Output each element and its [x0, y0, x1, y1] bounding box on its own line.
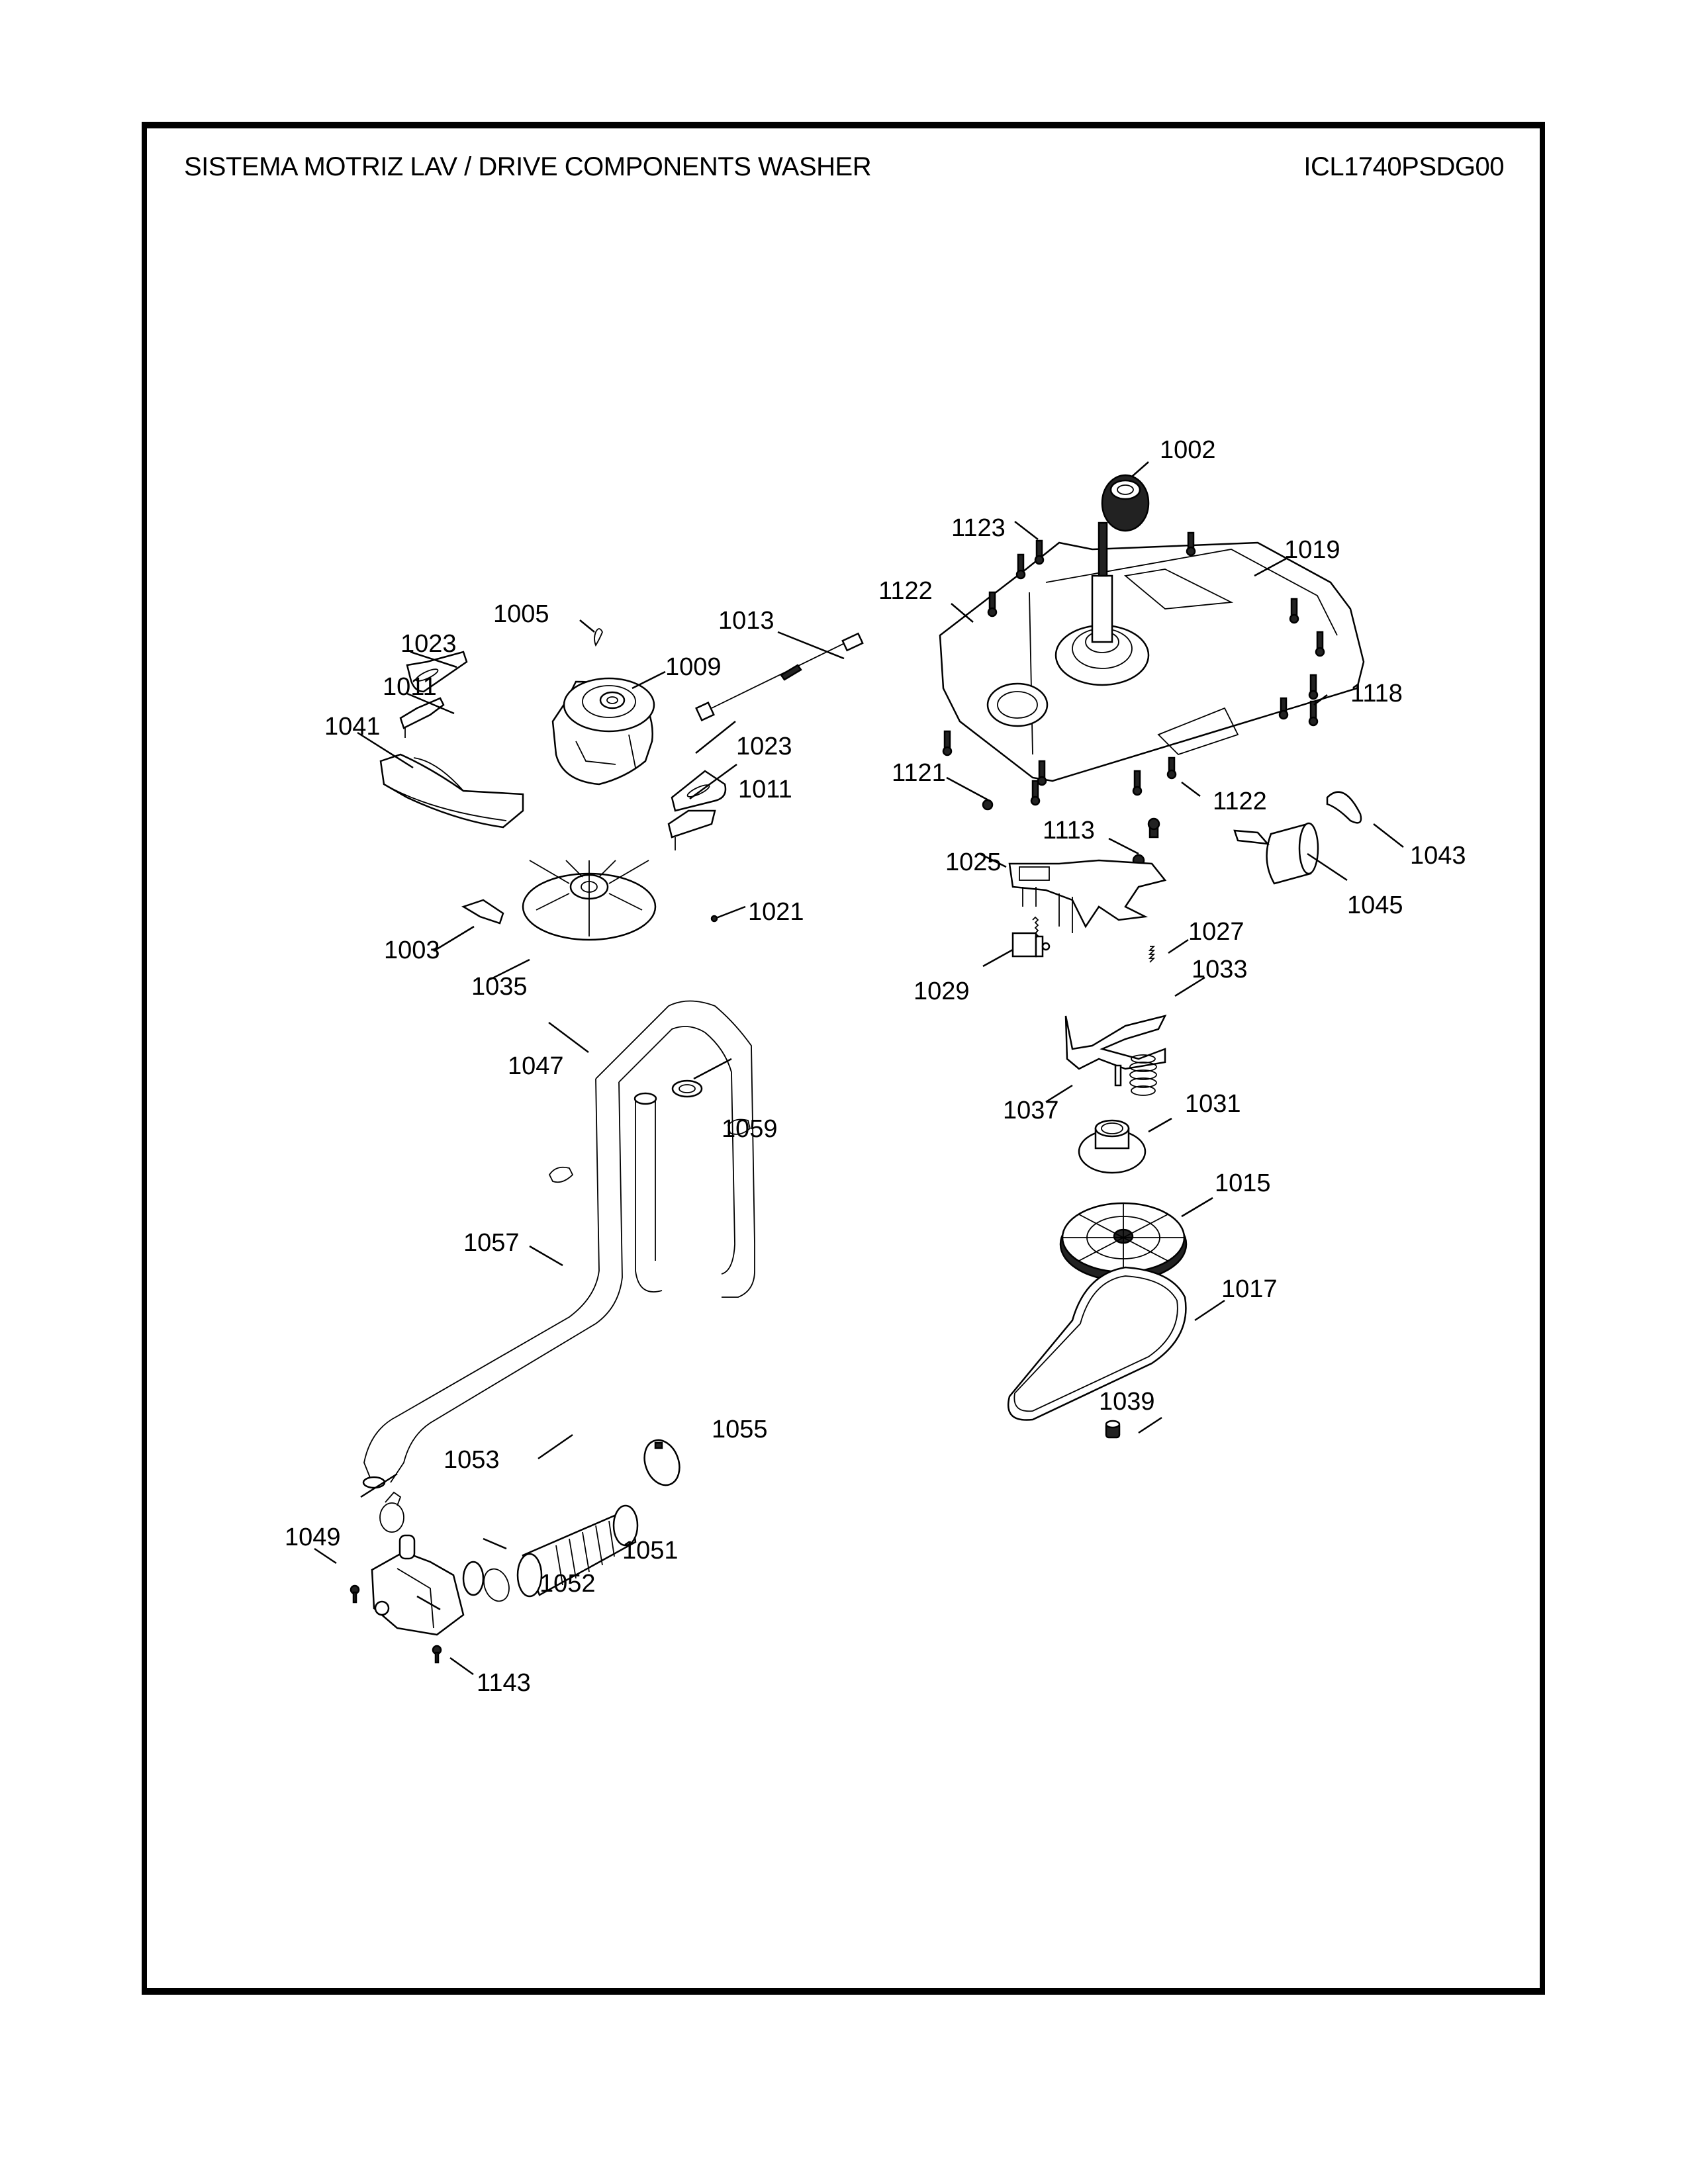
drawing-frame: [142, 122, 1545, 1995]
callout-1055[interactable]: 1055: [712, 1416, 768, 1443]
part-1037-compression-spring[interactable]: [1129, 1054, 1157, 1096]
part-1052-hose-clamp[interactable]: [480, 1565, 514, 1604]
part-1051-pump-hose[interactable]: [516, 1504, 639, 1598]
screw-icon: [1278, 697, 1289, 720]
screw-icon: [1132, 770, 1143, 796]
part-1041-motor-shield[interactable]: [379, 753, 524, 829]
callout-1023[interactable]: 1023: [400, 630, 457, 658]
part-1025-shift-actuator[interactable]: [1008, 859, 1167, 933]
screw-icon: [1034, 539, 1045, 565]
callout-1005[interactable]: 1005: [493, 600, 549, 628]
screw-icon: [1015, 553, 1026, 580]
callout-1002[interactable]: 1002: [1160, 436, 1216, 464]
callout-1035[interactable]: 1035: [471, 973, 528, 1001]
callout-1047[interactable]: 1047: [508, 1052, 564, 1080]
callout-1003[interactable]: 1003: [384, 936, 440, 964]
part-1023a-mount-pad[interactable]: [406, 651, 468, 693]
callout-1029[interactable]: 1029: [914, 978, 970, 1005]
part-1033-shift-fork[interactable]: [1064, 1015, 1167, 1087]
screw-icon: [1315, 631, 1325, 657]
part-1059-grommet[interactable]: [671, 1079, 703, 1098]
callout-1037[interactable]: 1037: [1003, 1097, 1059, 1124]
screw-icon: [987, 591, 998, 617]
screw-icon: [1289, 598, 1299, 624]
callout-1039[interactable]: 1039: [1099, 1388, 1155, 1416]
part-1003-bracket-clip[interactable]: [461, 899, 504, 925]
screw-icon: [1308, 700, 1319, 727]
part-1002-seal-cap[interactable]: [1101, 474, 1150, 532]
screw-icon: [1037, 760, 1047, 786]
callout-1053[interactable]: 1053: [444, 1446, 500, 1474]
callout-1009[interactable]: 1009: [665, 653, 722, 681]
callout-1045[interactable]: 1045: [1347, 891, 1403, 919]
callout-1052[interactable]: 1052: [539, 1570, 596, 1598]
callout-1013[interactable]: 1013: [718, 607, 774, 635]
callout-1011[interactable]: 1011: [383, 673, 437, 701]
callout-1122[interactable]: 1122: [1213, 788, 1267, 815]
callout-1019[interactable]: 1019: [1284, 536, 1340, 564]
part-1055-worm-clamp[interactable]: [639, 1435, 686, 1490]
leader-lines: [314, 461, 1404, 1676]
part-1015-pulley[interactable]: [1059, 1202, 1188, 1282]
part-1009-motor[interactable]: [551, 677, 655, 786]
part-1035-fan[interactable]: [522, 860, 657, 941]
callout-1051[interactable]: 1051: [622, 1537, 679, 1565]
part-1017-drive-belt[interactable]: [1008, 1266, 1187, 1421]
part-1005-clip[interactable]: [594, 628, 603, 647]
part-1023b-mount-pad[interactable]: [671, 770, 727, 812]
part-1011a-mount-bracket[interactable]: [399, 697, 445, 738]
part-1057-hose-clip[interactable]: [548, 1118, 751, 1183]
callout-1031[interactable]: 1031: [1185, 1090, 1241, 1118]
part-1019-mounting-plate[interactable]: [939, 522, 1365, 782]
part-1031-clutch-gear[interactable]: [1078, 1119, 1147, 1174]
part-1143-screw[interactable]: [350, 1584, 442, 1664]
callout-1017[interactable]: 1017: [1221, 1275, 1278, 1303]
callout-1025[interactable]: 1025: [945, 848, 1002, 876]
screw-icon: [982, 799, 994, 811]
part-1043-capacitor-clamp[interactable]: [1326, 791, 1362, 824]
callout-1121[interactable]: 1121: [892, 759, 946, 787]
callout-1015[interactable]: 1015: [1215, 1169, 1271, 1197]
callout-1122[interactable]: 1122: [878, 577, 933, 605]
callout-1059[interactable]: 1059: [722, 1115, 778, 1143]
bolt-icon: [1147, 817, 1160, 839]
callout-1113[interactable]: 1113: [1043, 817, 1095, 844]
part-1029-solenoid[interactable]: [1011, 932, 1051, 958]
model-number: ICL1740PSDG00: [1303, 152, 1504, 181]
callout-1043[interactable]: 1043: [1410, 842, 1466, 870]
part-1011b-mount-bracket[interactable]: [667, 809, 716, 850]
part-1053-hose-clamp[interactable]: [379, 1491, 404, 1533]
part-1045-capacitor[interactable]: [1233, 822, 1319, 885]
callout-1118[interactable]: 1118: [1350, 680, 1403, 707]
screw-icon: [942, 730, 953, 756]
part-1039-nut[interactable]: [1105, 1420, 1121, 1439]
callout-1049[interactable]: 1049: [285, 1524, 341, 1551]
callout-1123[interactable]: 1123: [951, 514, 1006, 542]
callout-1011[interactable]: 1011: [738, 776, 792, 803]
part-1049-drain-pump[interactable]: [371, 1534, 485, 1636]
callout-1027[interactable]: 1027: [1188, 918, 1244, 946]
part-1013-wire-harness[interactable]: [695, 632, 864, 721]
screw-icon: [1186, 531, 1196, 557]
part-1021-retaining-ring[interactable]: [710, 915, 718, 923]
callout-1041[interactable]: 1041: [324, 713, 381, 741]
screw-icon: [1166, 756, 1177, 780]
part-1027-spring[interactable]: [1032, 916, 1156, 963]
screw-icon: [1030, 780, 1041, 806]
callout-1143[interactable]: 1143: [477, 1669, 531, 1697]
callout-1057[interactable]: 1057: [463, 1229, 520, 1257]
callout-labels: 1002 1123 1019 1122 1118 1121 1122 1113 …: [285, 436, 1466, 1697]
callout-1033[interactable]: 1033: [1192, 956, 1248, 983]
callout-1021[interactable]: 1021: [748, 898, 804, 926]
screw-icon: [1308, 674, 1319, 700]
callout-1023[interactable]: 1023: [736, 733, 792, 760]
diagram-title: SISTEMA MOTRIZ LAV / DRIVE COMPONENTS WA…: [184, 152, 872, 181]
